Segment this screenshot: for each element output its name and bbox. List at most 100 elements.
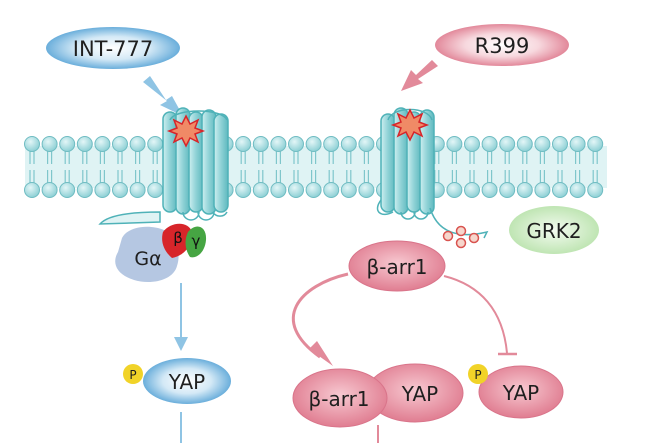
lipid-tail <box>346 150 352 164</box>
lipid-head <box>446 182 463 198</box>
lipid-tail <box>363 150 369 164</box>
lipid-head <box>41 136 58 152</box>
lipid-tail <box>311 150 317 164</box>
lipid-tail <box>64 170 70 184</box>
lipid-tail <box>152 150 158 164</box>
lipid-tail <box>346 170 352 184</box>
lipid-tail <box>363 170 369 184</box>
g-protein: Gα β γ <box>115 223 207 283</box>
lipid-tail <box>469 150 475 164</box>
lipid-tail <box>328 150 334 164</box>
lipid-head <box>464 136 480 152</box>
lipid-head <box>481 182 498 198</box>
lipid-head <box>569 136 586 152</box>
lipid-head <box>59 136 76 152</box>
right-ligand-arrow <box>401 60 438 91</box>
lipid-tail <box>575 170 581 184</box>
lipid-tail <box>504 150 510 164</box>
lipid-head <box>481 136 498 152</box>
lipid-head <box>552 182 568 198</box>
yap-left-label: YAP <box>168 370 205 394</box>
lipid-head <box>270 182 287 198</box>
beta-arrestin-top[interactable]: β-arr1 <box>348 240 446 292</box>
lipid-head <box>340 182 357 198</box>
lipid-tail <box>328 170 334 184</box>
yap-right[interactable]: YAP <box>478 365 564 419</box>
lipid-head <box>552 136 568 152</box>
int-777-ligand[interactable]: INT-777 <box>46 27 180 69</box>
grk2-kinase[interactable]: GRK2 <box>509 206 599 254</box>
lipid-tail <box>258 170 264 184</box>
lipid-tail <box>258 150 264 164</box>
lipid-tail <box>469 170 475 184</box>
lipid-tail <box>47 170 53 184</box>
lipid-head <box>112 182 128 198</box>
g-beta-subunit <box>162 223 193 258</box>
lipid-head <box>235 136 252 152</box>
lipid-tail <box>82 150 88 164</box>
phospho-site-icon <box>468 232 480 244</box>
lipid-tail <box>240 150 246 164</box>
g-beta-label: β <box>173 229 183 247</box>
lipid-head <box>235 182 252 198</box>
lipid-tail <box>29 150 35 164</box>
lipid-head <box>534 136 551 152</box>
lipid-head <box>252 136 269 152</box>
complex-arrowhead-icon <box>309 341 333 366</box>
arrestin-inhibits-yap-line <box>443 275 508 354</box>
lipid-tail <box>451 170 457 184</box>
right-activation-star-icon <box>390 108 430 142</box>
lipid-tail <box>117 150 123 164</box>
lipid-tail <box>557 150 563 164</box>
lipid-head <box>94 136 111 152</box>
lipid-tail <box>135 170 141 184</box>
lipid-tail <box>522 150 528 164</box>
lipid-head <box>499 182 516 198</box>
lipid-tail <box>47 150 53 164</box>
lipid-head <box>252 182 269 198</box>
r399-label: R399 <box>475 34 530 58</box>
left-activation-star-icon <box>166 114 206 148</box>
arrestin-to-complex-arrow <box>291 272 349 359</box>
lipid-tail <box>434 170 440 184</box>
lipid-head <box>516 136 533 152</box>
lipid-tail <box>504 170 510 184</box>
lipid-tail <box>592 150 598 164</box>
lipid-head <box>587 136 604 152</box>
lipid-tail <box>293 170 299 184</box>
lipid-head <box>305 182 322 198</box>
lipid-tail <box>275 150 281 164</box>
r399-ligand[interactable]: R399 <box>435 24 569 66</box>
lipid-head <box>24 136 40 152</box>
lipid-head <box>76 136 93 152</box>
lipid-tail <box>293 150 299 164</box>
beta-arrestin-top-label: β-arr1 <box>366 255 427 279</box>
lipid-tail <box>451 150 457 164</box>
beta-arrestin-complex[interactable]: β-arr1 <box>292 368 388 428</box>
lipid-head <box>112 136 128 152</box>
lipid-head <box>76 182 93 198</box>
lipid-head <box>288 136 304 152</box>
lipid-head <box>41 182 58 198</box>
left-ligand-arrow <box>143 76 183 116</box>
lipid-tail <box>240 170 246 184</box>
lipid-head <box>516 182 533 198</box>
yap-left[interactable]: YAP <box>143 358 231 404</box>
lipid-head <box>534 182 551 198</box>
lipid-head <box>94 182 111 198</box>
lipid-tail <box>522 170 528 184</box>
lipid-head <box>59 182 76 198</box>
phospho-badge-left: P <box>123 364 143 384</box>
g-gamma-subunit <box>185 226 207 258</box>
lipid-head <box>464 182 480 198</box>
phospho-site-icon <box>455 225 467 237</box>
lipid-tail <box>592 170 598 184</box>
cell-membrane <box>24 136 607 198</box>
lipid-tail <box>487 170 493 184</box>
lipid-tail <box>82 170 88 184</box>
lipid-tail <box>311 170 317 184</box>
phospho-site-icon <box>455 237 467 249</box>
lipid-tail <box>434 150 440 164</box>
down-arrowhead-icon <box>174 337 188 351</box>
